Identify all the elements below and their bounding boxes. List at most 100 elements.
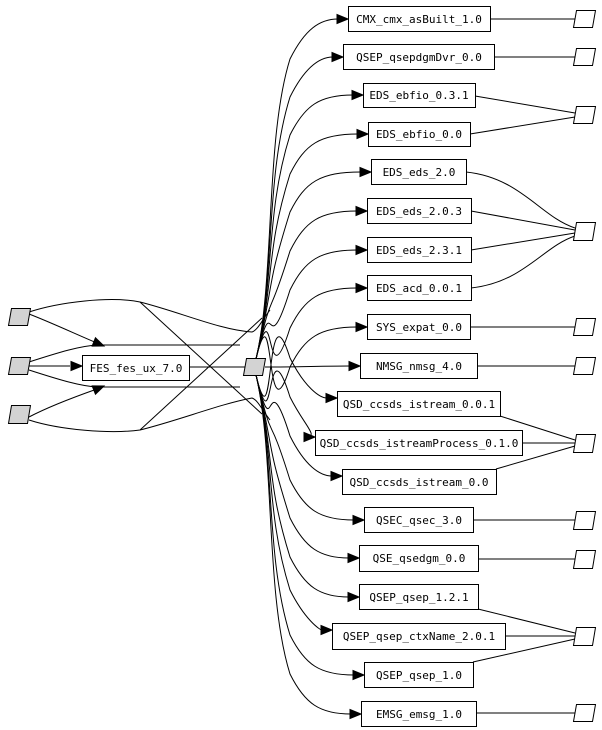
package-node[interactable]: EDS_acd_0.0.1 bbox=[367, 275, 472, 301]
sink-node[interactable] bbox=[572, 48, 597, 66]
package-node[interactable]: EDS_eds_2.0.3 bbox=[367, 198, 472, 224]
package-box bbox=[364, 507, 474, 533]
edge-cross bbox=[139, 317, 263, 431]
edge-hub-to-package bbox=[255, 370, 312, 438]
arrowhead-icon bbox=[325, 392, 339, 404]
edges-layer bbox=[28, 13, 576, 720]
package-label: QSEP_qsep_1.2.1 bbox=[369, 591, 468, 604]
package-node[interactable]: QSD_ccsds_istreamProcess_0.1.0 bbox=[315, 430, 523, 456]
package-box bbox=[367, 198, 472, 224]
package-node[interactable]: EDS_eds_2.0 bbox=[371, 159, 467, 185]
arrowhead-icon bbox=[349, 708, 363, 720]
package-box bbox=[367, 237, 472, 263]
package-node[interactable]: CMX_cmx_asBuilt_1.0 bbox=[348, 6, 491, 32]
source-node[interactable] bbox=[7, 308, 32, 326]
edge-hub-to-package bbox=[255, 374, 355, 521]
sink-node[interactable] bbox=[572, 511, 597, 530]
package-box bbox=[337, 391, 501, 417]
package-node[interactable]: QSEP_qsepdgmDvr_0.0 bbox=[343, 44, 495, 70]
package-node[interactable]: EDS_ebfio_0.3.1 bbox=[363, 83, 476, 108]
arrowhead-icon bbox=[348, 360, 362, 372]
package-box bbox=[342, 469, 497, 495]
source-node[interactable] bbox=[7, 405, 32, 424]
edge-package-to-sink bbox=[465, 171, 576, 229]
edge-hub-to-package bbox=[255, 336, 328, 399]
arrowhead-icon bbox=[331, 51, 345, 63]
edge-package-to-sink bbox=[470, 210, 576, 231]
package-box bbox=[363, 83, 476, 108]
package-node[interactable]: SYS_expat_0.0 bbox=[367, 314, 471, 340]
package-node[interactable]: EDS_eds_2.3.1 bbox=[367, 237, 472, 263]
edge-hub-to-package bbox=[255, 374, 333, 477]
package-node[interactable]: QSE_qsedgm_0.0 bbox=[359, 545, 479, 572]
edge-hub-to-package bbox=[255, 374, 350, 598]
package-node[interactable]: QSD_ccsds_istream_0.0 bbox=[342, 469, 497, 495]
edge-hub-to-package bbox=[255, 18, 339, 360]
package-node[interactable]: EMSG_emsg_1.0 bbox=[361, 701, 477, 727]
package-label: QSEP_qsep_ctxName_2.0.1 bbox=[343, 630, 495, 643]
sink-node[interactable] bbox=[572, 627, 597, 646]
edge-source-to-root bbox=[28, 388, 98, 418]
package-node[interactable]: QSD_ccsds_istream_0.0.1 bbox=[337, 391, 501, 417]
package-label: EDS_ebfio_0.3.1 bbox=[369, 89, 468, 102]
arrowhead-icon bbox=[351, 89, 365, 101]
package-node[interactable]: QSEP_qsep_1.2.1 bbox=[359, 584, 479, 610]
sink-node[interactable] bbox=[572, 318, 597, 336]
package-node[interactable]: NMSG_nmsg_4.0 bbox=[360, 353, 478, 379]
package-box bbox=[332, 623, 506, 650]
edge-hub-to-package bbox=[255, 374, 352, 715]
package-node[interactable]: QSEP_qsep_ctxName_2.0.1 bbox=[332, 623, 506, 650]
source-node[interactable] bbox=[7, 357, 32, 375]
edge-package-to-sink bbox=[474, 95, 576, 114]
edge-package-to-sink bbox=[477, 608, 576, 634]
arrowhead-icon bbox=[70, 360, 84, 372]
arrowhead-icon bbox=[355, 282, 369, 294]
arrowhead-icon bbox=[320, 624, 334, 636]
package-label: EDS_eds_2.0 bbox=[383, 166, 456, 179]
package-node[interactable]: QSEC_qsec_3.0 bbox=[364, 507, 474, 533]
package-label: QSEP_qsepdgmDvr_0.0 bbox=[356, 51, 482, 64]
sink-node[interactable] bbox=[572, 222, 597, 241]
edge-hub-to-package bbox=[255, 210, 358, 360]
package-box bbox=[315, 430, 523, 456]
sink-node[interactable] bbox=[572, 434, 597, 453]
sink-node[interactable] bbox=[572, 357, 597, 375]
edge-package-to-sink bbox=[499, 415, 576, 441]
sink-node[interactable] bbox=[572, 550, 597, 569]
edge-hub-to-package bbox=[255, 171, 362, 360]
edge-hub-to-package bbox=[255, 326, 358, 390]
edge-package-to-sink bbox=[472, 638, 576, 663]
arrowhead-icon bbox=[91, 385, 106, 396]
package-box bbox=[360, 353, 478, 379]
arrowhead-icon bbox=[356, 128, 370, 140]
package-node-root[interactable]: FES_fes_ux_7.0 bbox=[82, 355, 190, 381]
hub-node[interactable] bbox=[242, 358, 267, 376]
edge-hub-to-package bbox=[264, 365, 351, 368]
edge-cross bbox=[28, 397, 271, 433]
sink-node[interactable] bbox=[572, 704, 597, 722]
package-box bbox=[368, 122, 471, 147]
package-node[interactable]: QSEP_qsep_1.0 bbox=[364, 662, 474, 688]
package-label: EDS_eds_2.3.1 bbox=[376, 244, 462, 257]
edge-cross bbox=[28, 344, 240, 363]
arrowhead-icon bbox=[330, 470, 344, 482]
package-label: QSD_ccsds_istreamProcess_0.1.0 bbox=[320, 437, 519, 450]
edge-package-to-sink bbox=[495, 445, 576, 470]
package-box bbox=[359, 545, 479, 572]
package-box bbox=[82, 355, 190, 381]
arrowhead-icon bbox=[359, 166, 373, 178]
package-box bbox=[364, 662, 474, 688]
sink-node[interactable] bbox=[572, 10, 597, 28]
package-label: CMX_cmx_asBuilt_1.0 bbox=[356, 13, 482, 26]
sink-node[interactable] bbox=[572, 106, 597, 124]
arrowhead-icon bbox=[355, 244, 369, 256]
edge-hub-to-package bbox=[255, 374, 350, 559]
package-label: EMSG_emsg_1.0 bbox=[376, 708, 462, 721]
package-label: EDS_acd_0.0.1 bbox=[376, 282, 462, 295]
package-node[interactable]: EDS_ebfio_0.0 bbox=[368, 122, 471, 147]
arrowhead-icon bbox=[355, 321, 369, 333]
arrowhead-icon bbox=[336, 13, 350, 25]
arrowhead-icon bbox=[352, 669, 366, 681]
edge-package-to-sink bbox=[469, 116, 576, 135]
